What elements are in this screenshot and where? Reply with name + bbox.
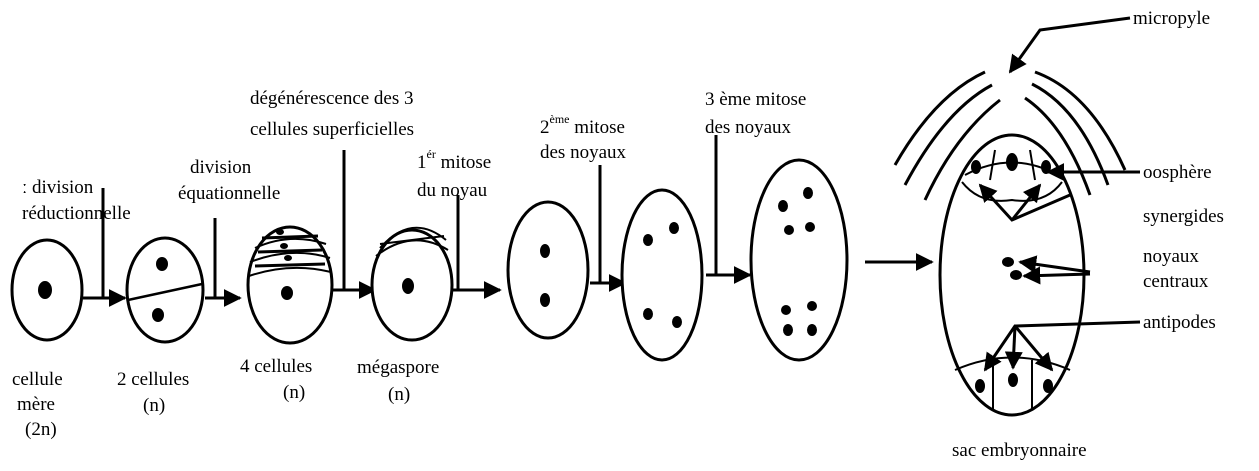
pointer-synergides <box>978 183 1071 222</box>
division-equationnelle-label: division équationnelle <box>178 157 280 204</box>
antipodes-label: antipodes <box>1143 312 1216 333</box>
tetranucleate-cell <box>620 188 704 362</box>
arrow-6 <box>706 135 750 275</box>
mitose2-label: 2ème mitose des noyaux <box>540 112 630 163</box>
oosphere-label: oosphère <box>1143 162 1212 183</box>
nucleus-dot <box>38 281 52 299</box>
binucleate-cell <box>506 200 590 340</box>
mitose3-label: 3 ème mitose des noyaux <box>705 89 811 138</box>
arrow-2 <box>205 218 240 298</box>
quatre-cellules-label: 4 cellules (n) <box>240 356 317 403</box>
arrow-4 <box>452 195 500 290</box>
mitose1-label: 1ér mitose du noyau <box>417 147 496 201</box>
degenerescence-label: dégénérescence des 3 cellules superficie… <box>250 88 418 140</box>
cellule-mere-cell <box>10 238 84 342</box>
megaspore-label: mégaspore (n) <box>357 357 444 405</box>
arrow-5 <box>590 165 625 283</box>
megaspore-cell <box>370 226 454 342</box>
arrow-3 <box>332 150 375 290</box>
arrow-1 <box>83 188 125 298</box>
synergides-label: synergides <box>1143 206 1224 227</box>
pointer-antipodes <box>983 320 1141 372</box>
sac-embryonnaire-label: sac embryonnaire <box>952 440 1087 461</box>
noyaux-centraux-label: noyaux centraux <box>1143 246 1209 292</box>
cellule-mere-label: cellule mère (2n) <box>12 369 67 440</box>
pointer-micropyle <box>1008 16 1131 74</box>
micropyle-label: micropyle <box>1133 8 1210 29</box>
pointer-noyaux-centraux <box>1018 255 1091 285</box>
octonucleate-cell <box>749 158 849 362</box>
division-reductionnelle-label: ː division réductionnelle <box>22 177 131 224</box>
quatre-cellules-cell <box>246 225 334 345</box>
deux-cellules-label: 2 cellules (n) <box>117 369 194 416</box>
deux-cellules-cell <box>125 236 205 344</box>
sac-embryonnaire-figure <box>893 70 1127 417</box>
